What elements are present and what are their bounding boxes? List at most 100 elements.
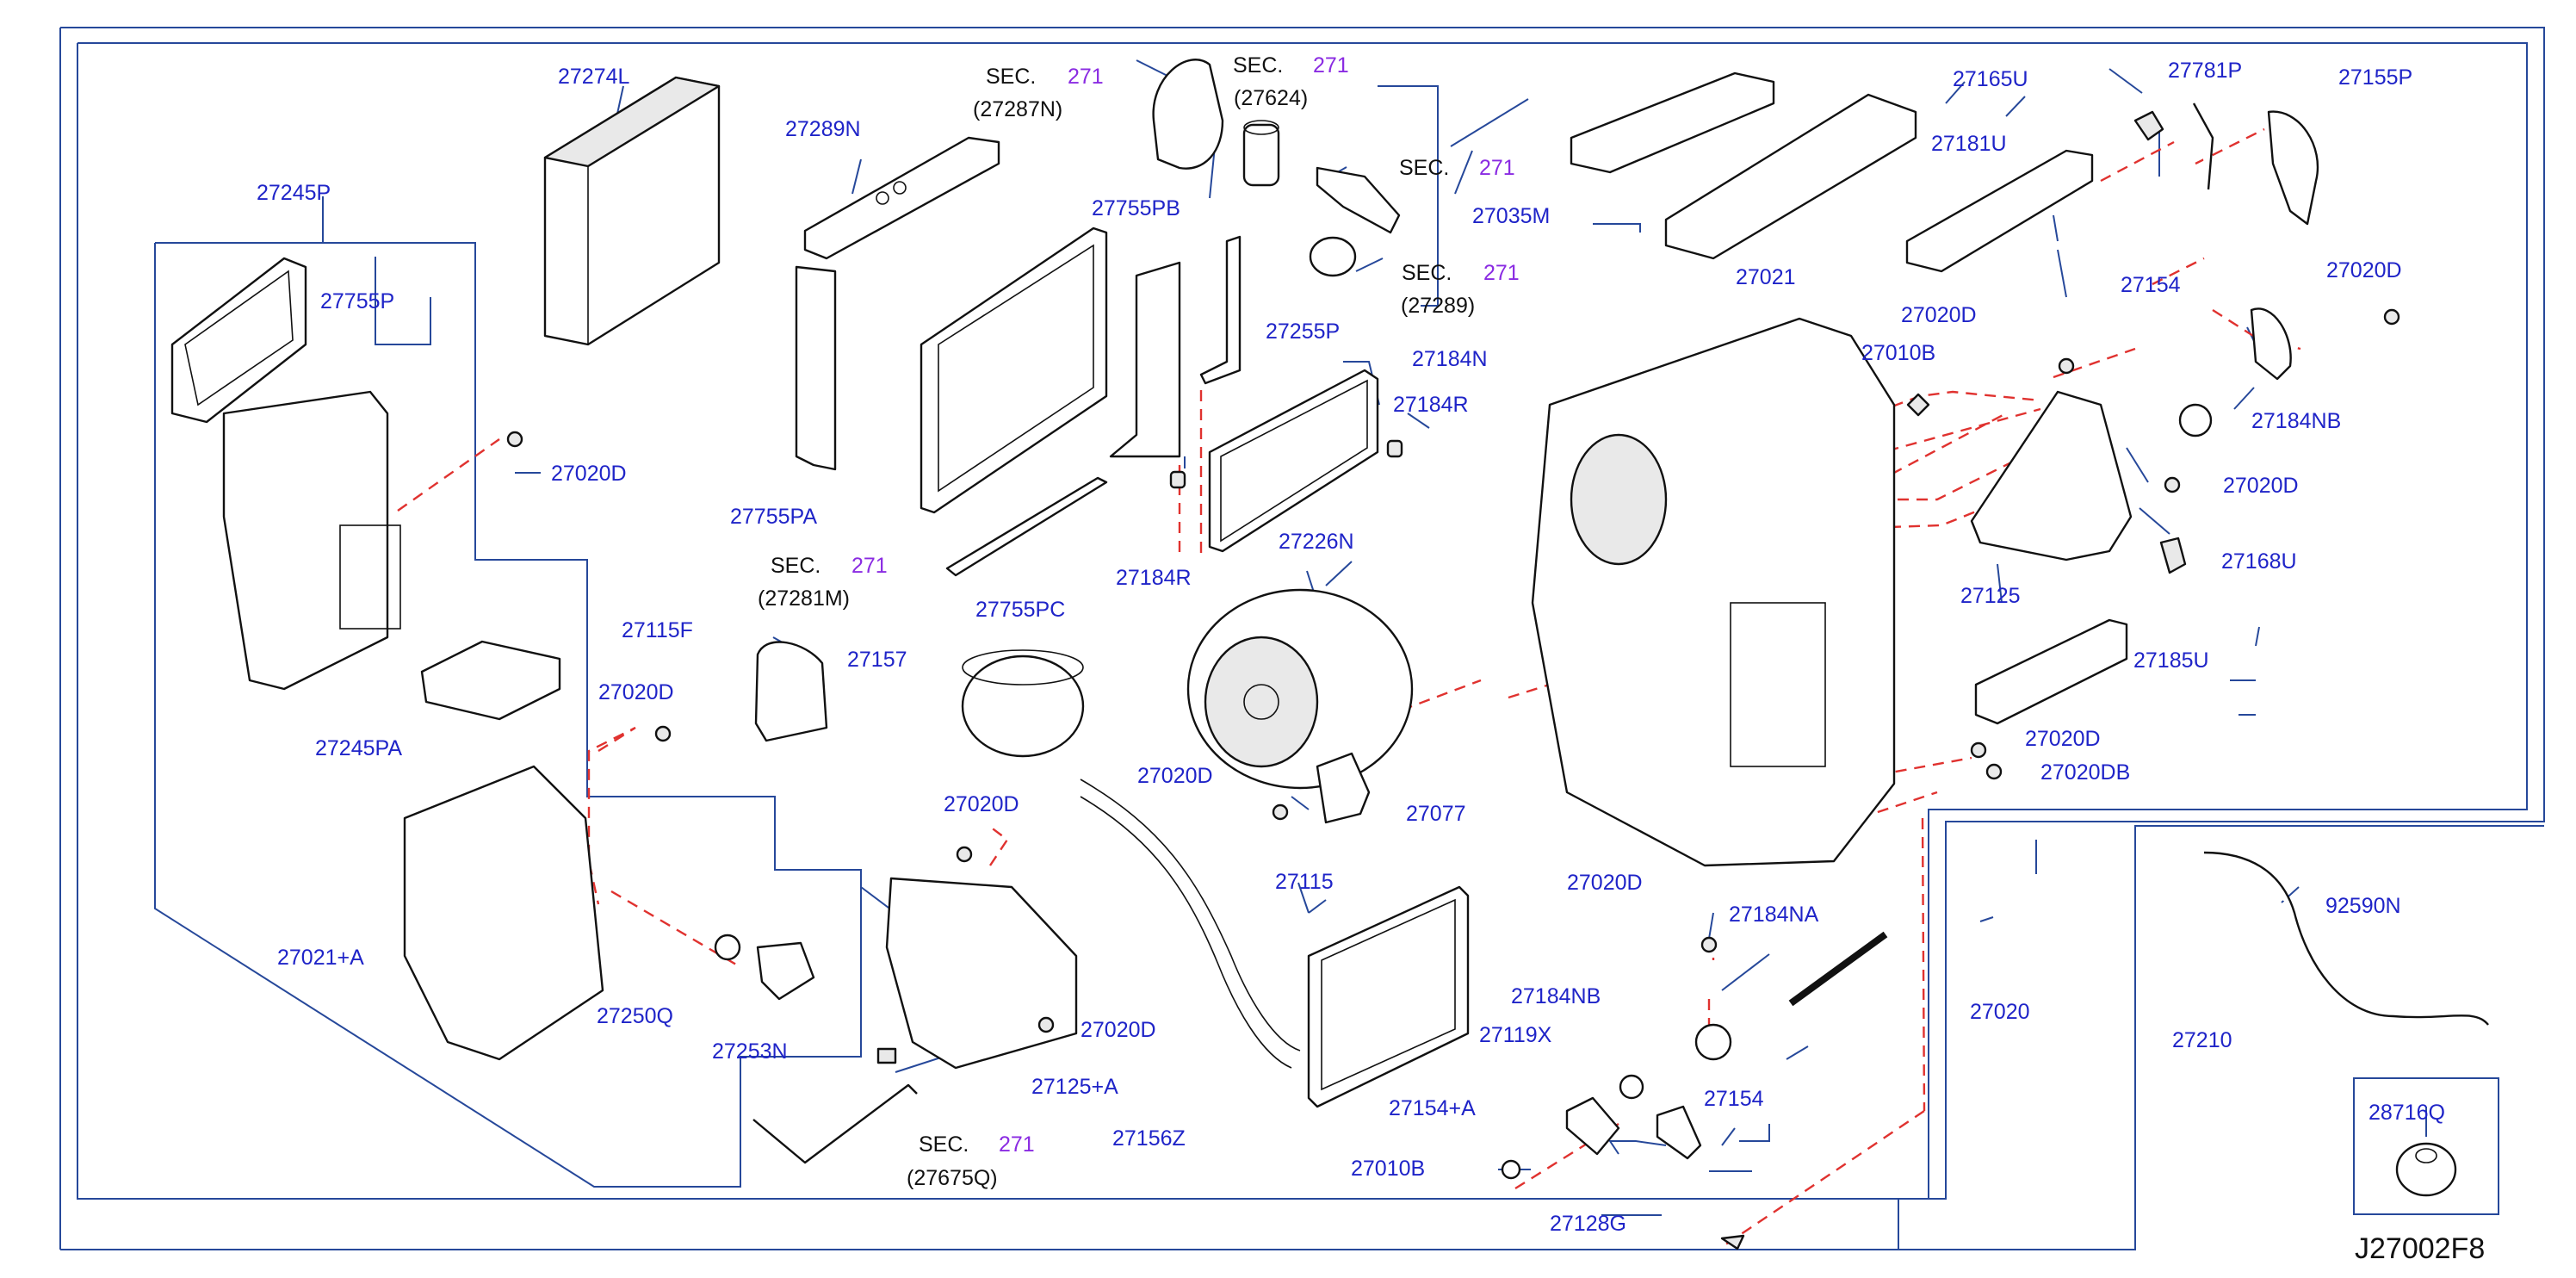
label-27119X: 27119X <box>1479 1023 1552 1047</box>
label-27165U: 27165U <box>1953 67 2028 91</box>
case-27021A <box>403 765 604 1061</box>
sec-ref-27287N: SEC. 271 (27287N) <box>973 65 1104 121</box>
label-27755P: 27755P <box>320 289 394 313</box>
grommet-27010B <box>1906 393 1930 417</box>
lever-27154A <box>1565 1096 1620 1156</box>
label-27020D-b: 27020D <box>598 680 674 704</box>
label-27021: 27021 <box>1736 265 1796 289</box>
cap-27184R-a <box>1169 470 1186 489</box>
drain-hose-92590N <box>2203 851 2489 1026</box>
door-27181U <box>1905 149 2094 273</box>
gasket-27755P <box>170 257 307 424</box>
svg-text:SEC.: SEC. <box>1399 156 1449 180</box>
resistor-27157 <box>961 649 1085 758</box>
shaft-27184NA <box>1788 931 1888 1007</box>
svg-text:SEC.: SEC. <box>986 65 1036 89</box>
label-27125: 27125 <box>1960 584 2021 608</box>
grommet-27010B-b <box>1501 1159 1521 1180</box>
label-27184N: 27184N <box>1412 347 1488 371</box>
label-27020D-a: 27020D <box>551 462 627 486</box>
label-27755PA: 27755PA <box>730 505 817 529</box>
gear-27184NB-a <box>2178 403 2213 437</box>
label-27020D-c: 27020D <box>944 792 1019 816</box>
intake-case-27245P <box>222 390 401 691</box>
actuator-27155P <box>2267 110 2319 226</box>
ducts-27035M <box>1570 71 1917 260</box>
label-27245P: 27245P <box>257 181 331 205</box>
label-27020D-d: 27020D <box>1081 1018 1156 1042</box>
label-27156Z: 27156Z <box>1112 1126 1186 1151</box>
resistor-27077 <box>1316 752 1371 824</box>
screw-27020D-j <box>1700 936 1718 953</box>
label-27184NB-a: 27184NB <box>2251 409 2341 433</box>
label-27181U: 27181U <box>1931 132 2007 156</box>
sec-ref-27281M: SEC. 271 (27281M) <box>758 554 888 611</box>
section-references: SEC. 271 (27287N) SEC. 271 (27624) SEC. … <box>758 53 1520 1190</box>
strip-27755PC <box>945 476 1108 577</box>
label-27020D-h: 27020D <box>2223 474 2299 498</box>
svg-text:SEC.: SEC. <box>919 1132 969 1157</box>
label-27154A: 27154+A <box>1389 1096 1476 1120</box>
label-27226N: 27226N <box>1279 530 1354 554</box>
part-drawings <box>170 59 2489 1250</box>
actuator-27250Q <box>714 934 741 961</box>
screw-27020D-e <box>1272 803 1289 821</box>
label-27250Q: 27250Q <box>597 1004 673 1028</box>
label-27184R-b: 27184R <box>1116 566 1192 590</box>
main-case-27021 <box>1531 317 1896 867</box>
filter-27184N <box>1208 369 1379 553</box>
label-27020: 27020 <box>1970 1000 2030 1024</box>
harness-27675Q <box>752 1083 918 1164</box>
hose-sec-271 <box>1316 166 1401 234</box>
svg-text:SEC.: SEC. <box>771 554 820 578</box>
door-27185U <box>1974 618 2128 725</box>
motor-27119X <box>1619 1074 1644 1100</box>
label-27115F: 27115F <box>622 618 693 642</box>
lever-27154-a <box>2250 307 2292 381</box>
sec-ref-27624: SEC. 271 (27624) <box>1233 53 1349 110</box>
screw-27020D-h <box>2164 476 2181 493</box>
label-27020DB: 27020DB <box>2040 760 2130 785</box>
label-27755PB: 27755PB <box>1092 196 1180 220</box>
label-27184NB-b: 27184NB <box>1511 984 1601 1008</box>
label-92590N: 92590N <box>2325 894 2401 918</box>
ring-27289 <box>1309 236 1357 277</box>
heater-core-27115 <box>1307 885 1470 1108</box>
svg-text:271: 271 <box>1483 261 1520 285</box>
sensor-27156Z <box>876 1047 897 1064</box>
svg-text:(27281M): (27281M) <box>758 586 850 611</box>
label-27781P: 27781P <box>2168 59 2242 83</box>
svg-text:(27289): (27289) <box>1401 294 1475 318</box>
bracket-27255P <box>1199 235 1242 385</box>
seal-27755PA <box>795 265 837 471</box>
screw-27020D-b <box>654 725 672 742</box>
panel-27289N <box>803 136 1000 260</box>
clip-27128G <box>1720 1234 1745 1250</box>
grommet-28716Q <box>2395 1142 2457 1197</box>
label-27010B-b: 27010B <box>1351 1157 1425 1181</box>
part-labels: 27274L 27289N 27245P 27755P 27020D 27755… <box>257 59 2445 1236</box>
svg-text:(27287N): (27287N) <box>973 97 1062 121</box>
label-27289N: 27289N <box>785 117 861 141</box>
sensor-27168U <box>2159 537 2187 574</box>
gear-27184NB-b <box>1694 1023 1732 1061</box>
label-28716Q: 28716Q <box>2369 1101 2445 1125</box>
screws <box>506 308 2400 1033</box>
label-27035M: 27035M <box>1472 204 1550 228</box>
motor-cover-27115F <box>754 641 828 742</box>
heater-pipe-2 <box>1080 796 1292 1069</box>
svg-text:271: 271 <box>1479 156 1515 180</box>
label-27128G: 27128G <box>1550 1212 1626 1236</box>
link-27165U <box>2133 110 2164 141</box>
label-27184NA: 27184NA <box>1729 903 1819 927</box>
duct-27287N <box>1152 59 1224 170</box>
frame-lines <box>59 27 2545 1250</box>
seal-27755PB <box>1109 261 1181 458</box>
label-27020D-g: 27020D <box>2326 258 2402 282</box>
lever-27154-b <box>1656 1105 1702 1160</box>
actuator-27253N <box>756 941 815 1001</box>
label-27755PC: 27755PC <box>975 598 1065 622</box>
cap-27184R-b <box>1386 439 1403 458</box>
label-27154-b: 27154 <box>1704 1087 1764 1111</box>
